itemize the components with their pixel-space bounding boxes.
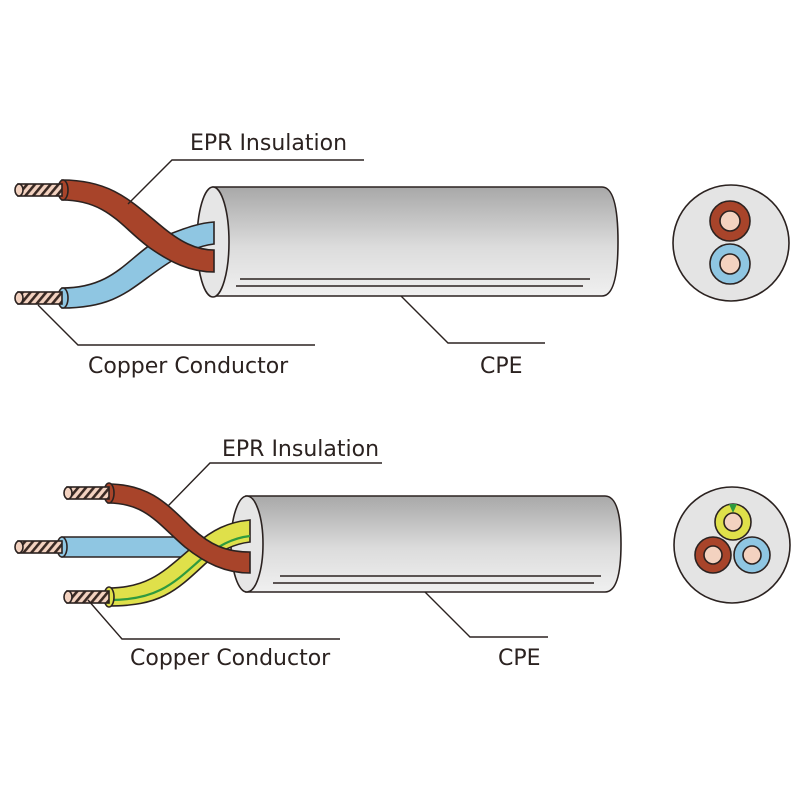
green-yellow-core <box>63 519 251 608</box>
insulation-leader-line <box>167 462 382 507</box>
insulation-label: EPR Insulation <box>190 131 347 156</box>
insulation-label: EPR Insulation <box>222 437 379 462</box>
brown-core <box>14 179 215 273</box>
sheath-leader-line <box>424 591 548 638</box>
sheath-label: CPE <box>480 354 523 379</box>
sheath-label: CPE <box>498 646 541 671</box>
cpe-sheath <box>196 186 619 298</box>
cpe-sheath <box>230 495 622 593</box>
brown-core <box>63 482 251 574</box>
blue-core <box>14 536 201 558</box>
conductor-label: Copper Conductor <box>88 354 289 379</box>
three-core-cable-diagram: EPR Insulation Copper Conductor CPE <box>14 437 791 671</box>
two-core-cross-section <box>672 184 790 302</box>
conductor-leader-line <box>87 599 340 640</box>
conductor-label: Copper Conductor <box>130 646 331 671</box>
insulation-leader-line <box>127 159 364 205</box>
conductor-leader-line <box>37 304 315 346</box>
three-core-cross-section <box>673 486 791 604</box>
two-core-cable-diagram: EPR Insulation Copper Conductor CPE <box>14 131 790 379</box>
sheath-leader-line <box>400 295 545 344</box>
